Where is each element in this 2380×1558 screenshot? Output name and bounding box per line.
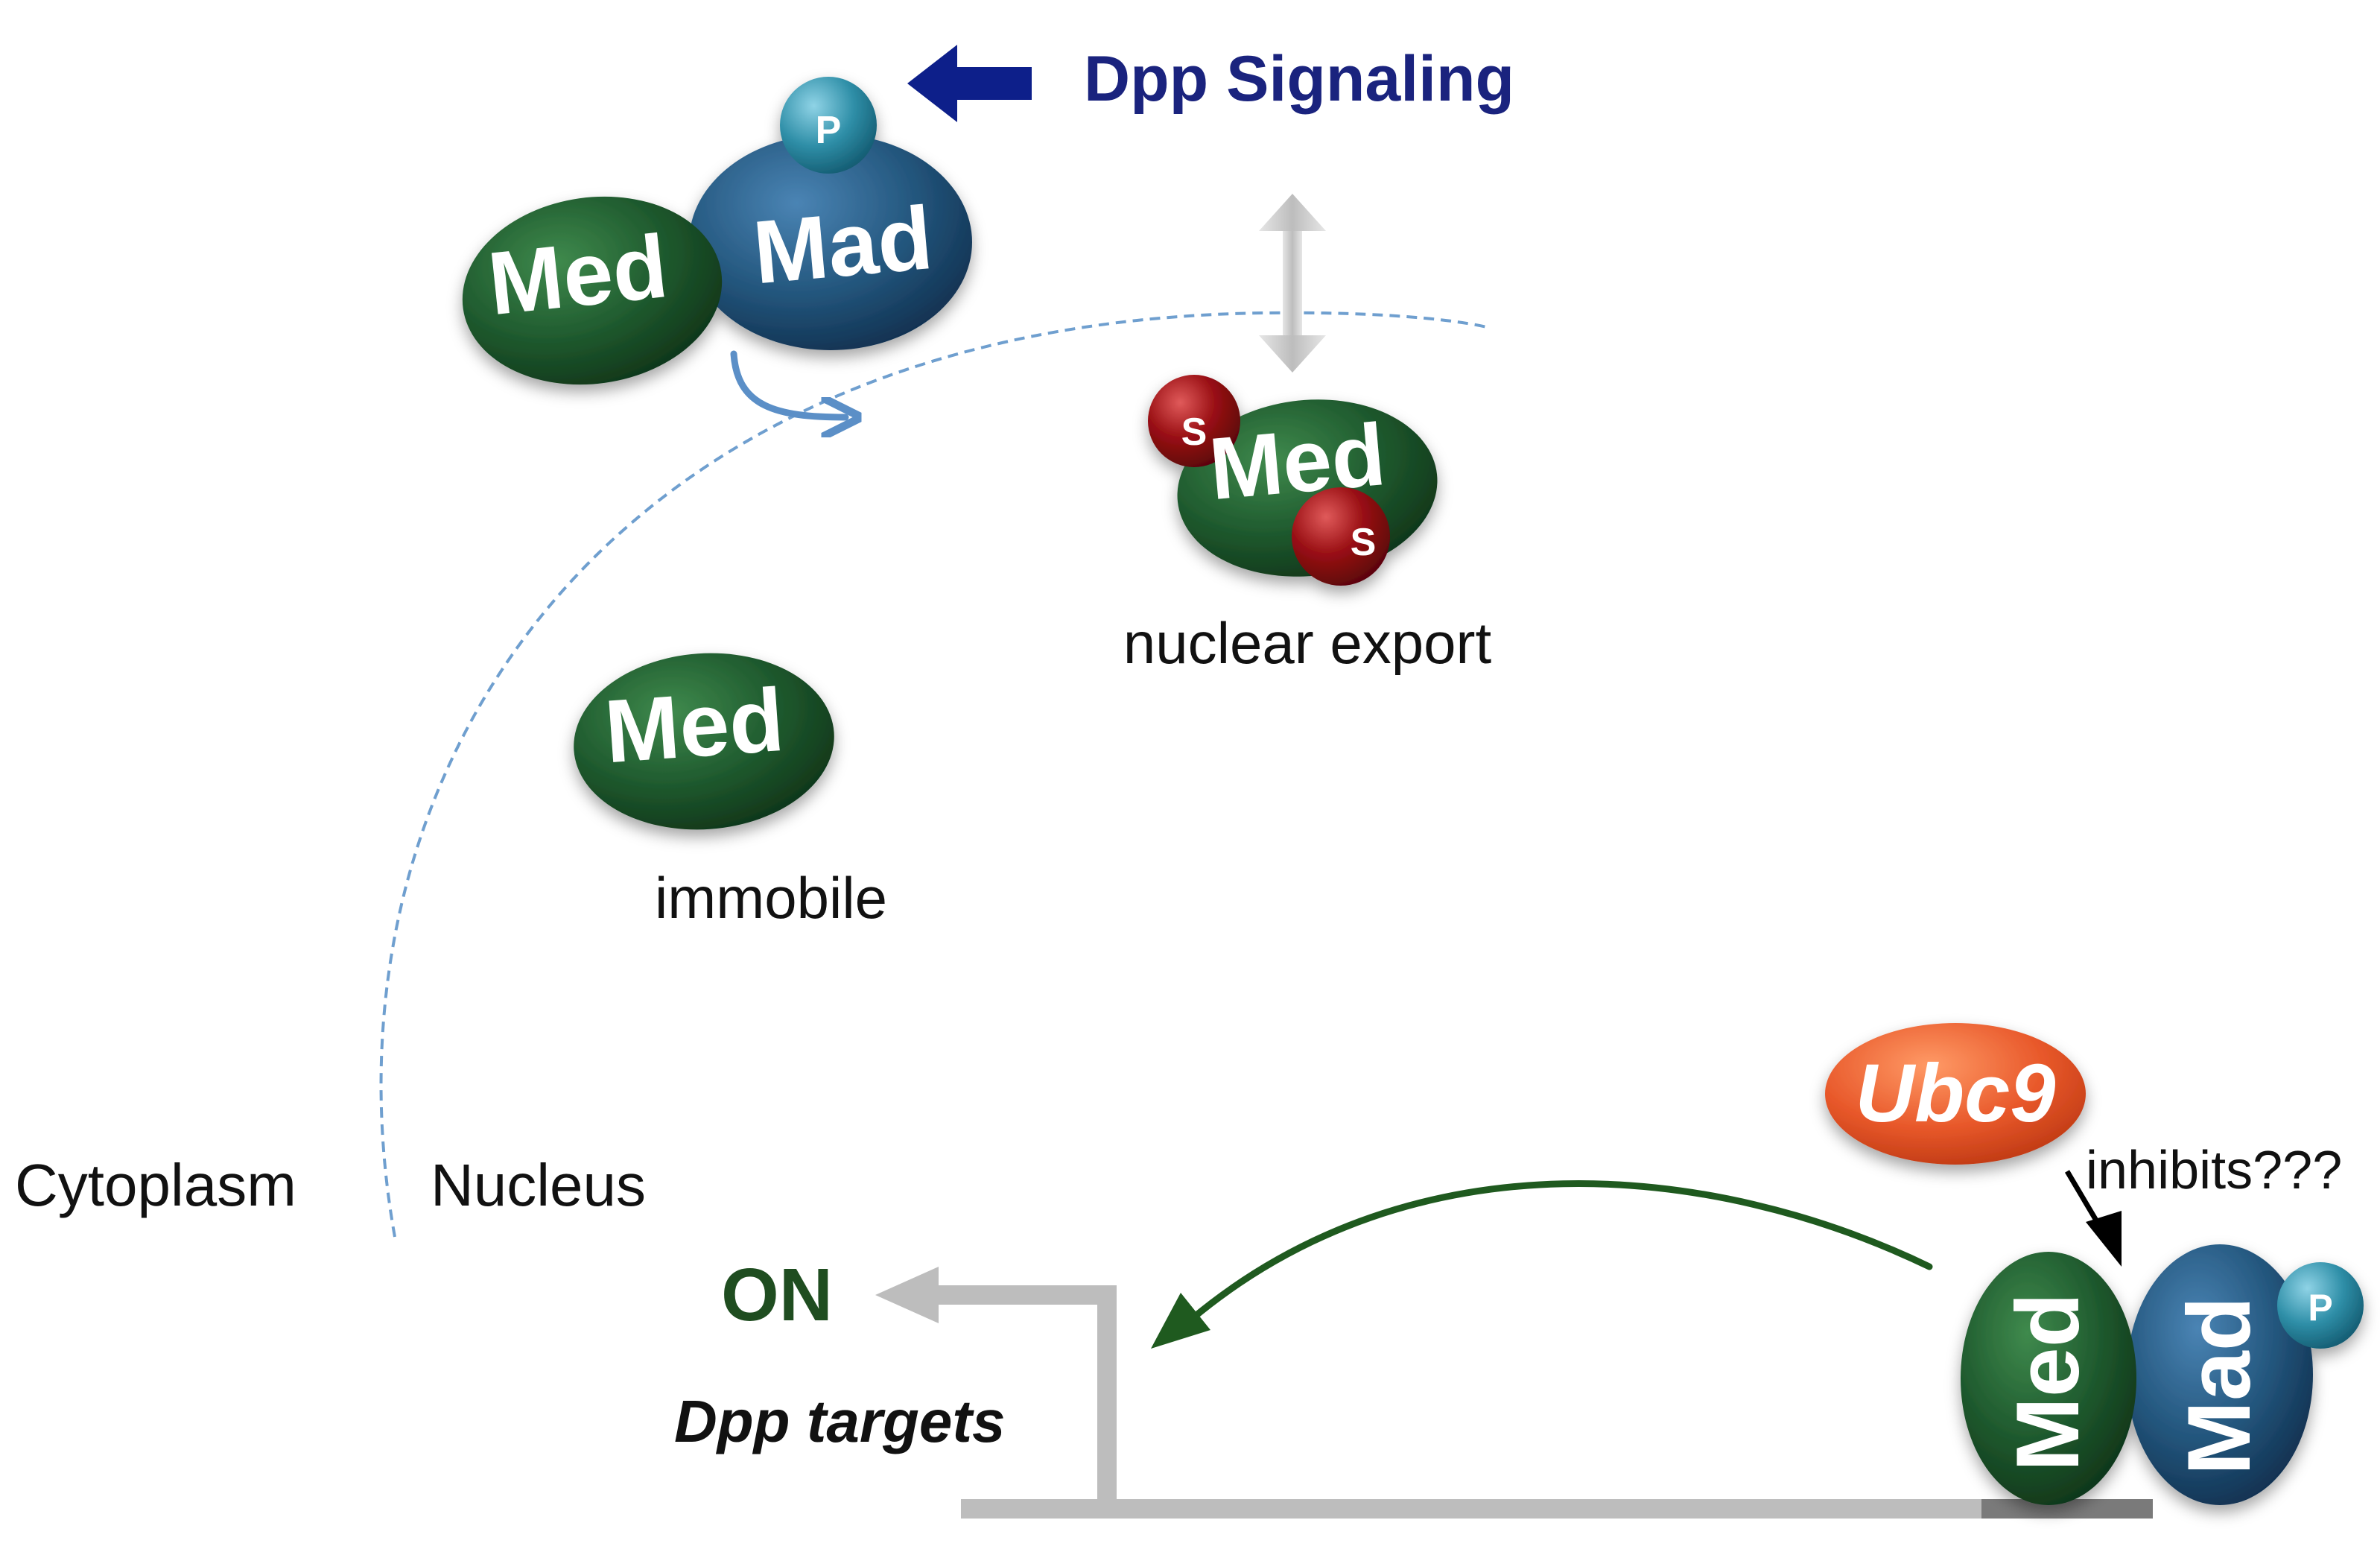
sumo-bubble-2 — [1292, 487, 1390, 586]
nuclear-import-arrow — [730, 350, 845, 417]
gene-structure — [875, 1267, 2138, 1519]
phosphate-label-dna: P — [2308, 1287, 2332, 1329]
immobile-med — [574, 653, 834, 830]
activation-arrowhead — [1151, 1293, 1210, 1349]
mad-protein-dna — [2127, 1244, 2313, 1505]
inhibits-label: inhibits??? — [2086, 1141, 2342, 1200]
phosphate-label: P — [816, 109, 842, 152]
med-label: Med — [483, 216, 672, 334]
ubc9-label: Ubc9 — [1856, 1048, 2056, 1139]
activation-arrow — [1188, 1180, 1933, 1323]
dna-line — [961, 1499, 2138, 1519]
on-label: ON — [721, 1253, 833, 1337]
sumo-label-2: S — [1351, 521, 1377, 564]
immobile-label: immobile — [655, 865, 887, 931]
med-protein — [462, 196, 723, 385]
nuclear-export-label: nuclear export — [1123, 610, 1492, 676]
nucleus-label: Nucleus — [431, 1152, 646, 1218]
sumo-label-1: S — [1181, 411, 1208, 454]
med-protein-dna — [1961, 1252, 2136, 1505]
med-mad-complex-dna — [1961, 1244, 2364, 1505]
med-label-dna: Med — [1998, 1293, 2098, 1472]
promoter-arrowhead — [875, 1267, 939, 1323]
mad-protein — [689, 134, 972, 350]
dpp-targets-label: Dpp targets — [674, 1388, 1006, 1454]
ubc9-protein — [1825, 1023, 2086, 1165]
promoter-stem — [1097, 1285, 1117, 1509]
med-label-immobile: Med — [602, 670, 787, 782]
dpp-signaling-title: Dpp Signaling — [1084, 43, 1514, 115]
dna-dark-segment — [1981, 1499, 2153, 1519]
sumoylated-med — [1148, 375, 1438, 586]
cytoplasm-label: Cytoplasm — [15, 1152, 296, 1218]
med-mad-complex-cytoplasm — [462, 77, 972, 385]
med-protein-immobile — [574, 653, 834, 830]
promoter-bar — [931, 1285, 1117, 1305]
inhibits-arrow-line — [2064, 1170, 2104, 1229]
nuclear-membrane — [379, 311, 1491, 1238]
dpp-signaling-arrow — [907, 45, 1032, 122]
mad-label: Mad — [749, 188, 936, 303]
phosphate-bubble-dna — [2277, 1262, 2364, 1349]
sumo-bubble-1 — [1148, 375, 1240, 467]
export-double-arrow — [1259, 194, 1326, 373]
inhibits-arrowhead — [2086, 1211, 2122, 1267]
phosphate-bubble — [780, 77, 877, 174]
med-label-sumo: Med — [1205, 405, 1389, 519]
mad-label-dna: Mad — [2169, 1296, 2269, 1475]
